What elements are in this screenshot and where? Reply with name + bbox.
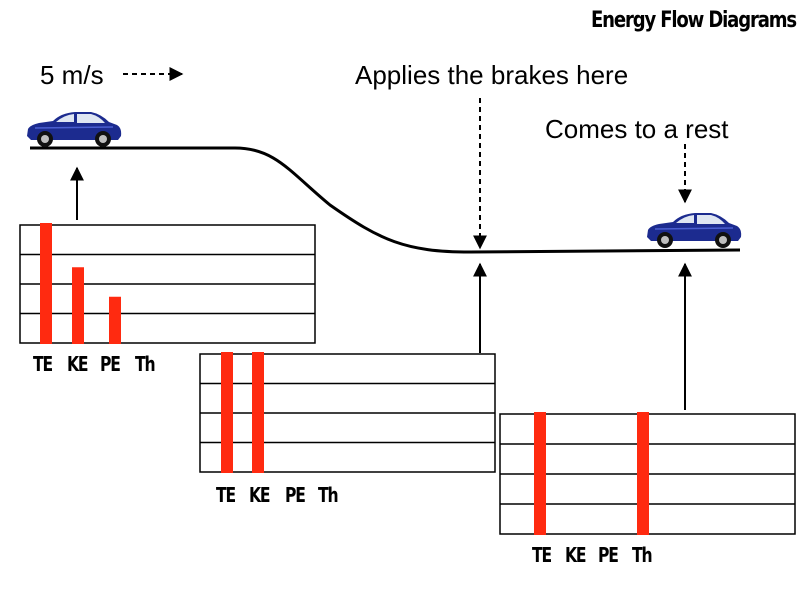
page-title: Energy Flow Diagrams <box>591 8 797 33</box>
road-track <box>30 146 741 254</box>
category-label-pe: PE <box>285 483 306 507</box>
bar-te <box>221 352 233 473</box>
bar-te <box>534 412 546 535</box>
energy-chart-3 <box>499 412 796 535</box>
bar-ke <box>72 267 84 344</box>
car-icon <box>646 212 742 249</box>
category-label-pe: PE <box>598 543 619 567</box>
speed-label: 5 m/s <box>40 60 104 90</box>
bar-th <box>637 412 649 535</box>
category-label-th: Th <box>318 483 339 507</box>
category-label-te: TE <box>216 483 236 507</box>
energy-chart-1 <box>19 223 316 344</box>
bar-te <box>40 223 52 344</box>
category-label-ke: KE <box>565 543 587 567</box>
category-label-th: Th <box>632 543 653 567</box>
category-label-ke: KE <box>249 483 271 507</box>
category-label-ke: KE <box>67 352 89 376</box>
car-icon <box>26 111 122 148</box>
category-label-te: TE <box>33 352 53 376</box>
energy-chart-2 <box>199 352 496 473</box>
category-label-th: Th <box>135 352 156 376</box>
category-label-te: TE <box>532 543 552 567</box>
rest-annotation: Comes to a rest <box>545 114 729 144</box>
bar-ke <box>252 352 264 473</box>
bar-pe <box>109 296 121 344</box>
category-label-pe: PE <box>100 352 121 376</box>
brakes-annotation: Applies the brakes here <box>355 60 629 90</box>
